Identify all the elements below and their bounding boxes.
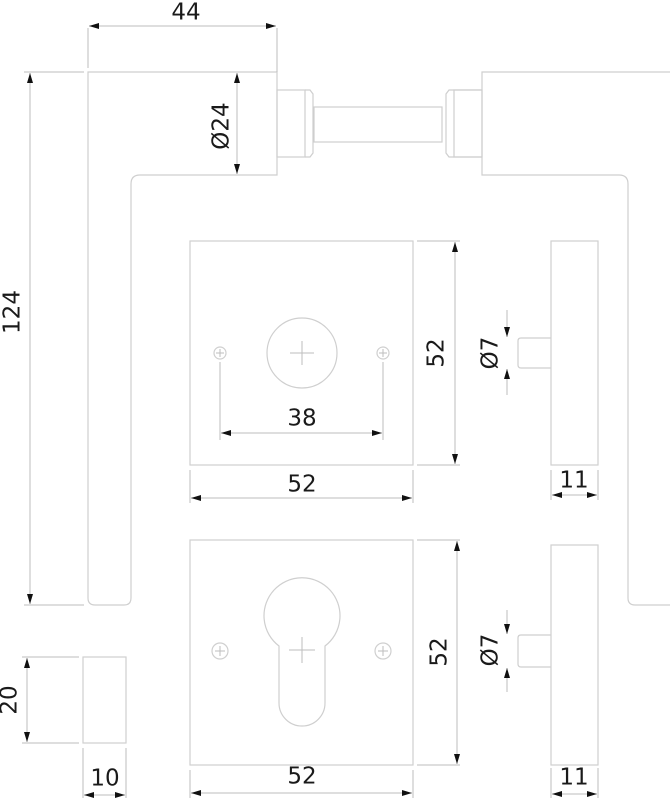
- dimension-handle-length: 124: [0, 71, 84, 606]
- svg-text:11: 11: [559, 468, 588, 494]
- svg-text:52: 52: [424, 338, 450, 367]
- svg-text:124: 124: [0, 290, 26, 334]
- bar-cross-section: 20 10: [0, 656, 127, 798]
- svg-text:Ø7: Ø7: [478, 634, 504, 667]
- svg-text:52: 52: [427, 637, 453, 666]
- lower-rosette-side-view: Ø7 11: [478, 544, 599, 798]
- svg-text:52: 52: [287, 764, 316, 790]
- svg-text:Ø7: Ø7: [478, 337, 504, 370]
- dimension-spindle-diameter: Ø24: [209, 73, 240, 174]
- svg-text:44: 44: [171, 0, 200, 26]
- lower-rosette: 52 52: [189, 539, 460, 798]
- svg-text:38: 38: [287, 406, 316, 432]
- spindle: [276, 89, 483, 158]
- svg-text:52: 52: [287, 472, 316, 498]
- svg-text:20: 20: [0, 685, 23, 714]
- upper-rosette: 38 52 52: [189, 240, 460, 503]
- svg-text:10: 10: [90, 766, 119, 792]
- svg-text:Ø24: Ø24: [209, 102, 235, 149]
- right-handle-outline: [481, 71, 670, 606]
- svg-text:11: 11: [559, 765, 588, 791]
- dimension-handle-width: 44: [87, 0, 278, 72]
- upper-rosette-side-view: Ø7 11: [478, 240, 599, 500]
- left-handle-outline: [87, 71, 278, 606]
